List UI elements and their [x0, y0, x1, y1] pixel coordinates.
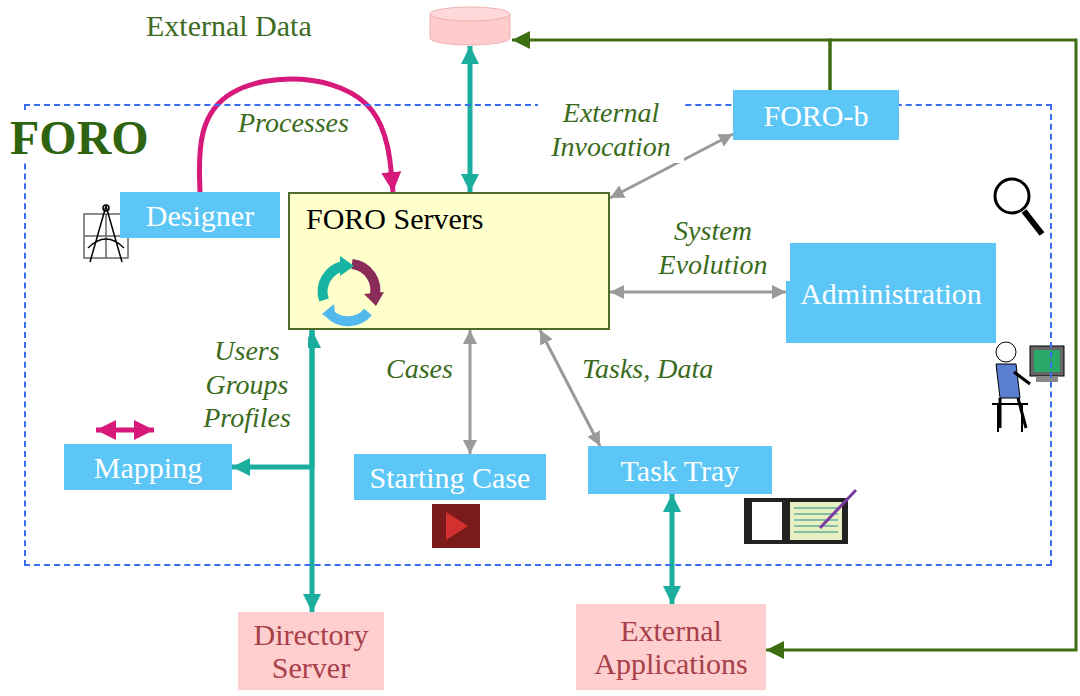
cycle-icon	[304, 250, 396, 330]
pen	[820, 490, 856, 528]
database-cylinder	[428, 6, 512, 46]
edge-label: Processes	[236, 106, 351, 140]
chair	[992, 404, 1028, 432]
region-heading: FORO	[10, 114, 149, 162]
process-box: Mapping	[64, 444, 232, 490]
node-label: External Data	[146, 9, 312, 43]
magnifier-lens	[995, 179, 1029, 213]
play-icon	[432, 504, 480, 548]
monitor-screen	[1034, 350, 1060, 372]
edge-label: System Evolution	[636, 214, 790, 281]
compass-arc	[88, 239, 124, 248]
notebook-lines	[794, 508, 838, 532]
person-arm	[1014, 372, 1030, 384]
node-label: Administration	[800, 277, 982, 310]
process-box: FORO-b	[733, 90, 899, 140]
edge-label: External Invocation	[538, 96, 684, 163]
mapping-arrow-icon	[96, 428, 154, 433]
monitor-stand	[1036, 376, 1058, 382]
notebook-icon	[744, 490, 856, 544]
node-label: FORO Servers	[306, 202, 484, 235]
connector	[670, 494, 675, 604]
process-box: Starting Case	[354, 454, 546, 500]
compass-grid	[105, 214, 107, 258]
node-label: External Applications	[586, 614, 756, 680]
magnifier-handle	[1024, 211, 1042, 234]
play-triangle	[446, 512, 468, 540]
monitor	[1030, 346, 1064, 376]
edge-label: Cases	[384, 352, 455, 386]
node-label: Designer	[146, 199, 254, 232]
node-label: FORO-b	[763, 99, 868, 132]
connector	[512, 40, 830, 90]
notebook-page	[752, 502, 782, 540]
process-box: Administration	[786, 243, 996, 343]
connector	[610, 291, 786, 294]
magnifier-icon	[995, 179, 1042, 234]
node-label: Mapping	[94, 451, 202, 484]
process-box: Task Tray	[588, 446, 772, 494]
compass-hinge	[103, 205, 109, 211]
connector	[468, 46, 473, 192]
cycle-arc	[352, 264, 375, 298]
edge-label: Users Groups Profiles	[186, 334, 308, 435]
notebook-cover	[744, 498, 848, 544]
node-label: Task Tray	[621, 454, 740, 487]
cylinder-top	[430, 7, 510, 21]
process-box: Designer	[120, 192, 280, 238]
edge-label: Tasks, Data	[580, 352, 715, 386]
node-label: Starting Case	[370, 461, 531, 494]
cycle-arc	[330, 312, 368, 321]
connector	[540, 330, 600, 446]
server-box: FORO Servers	[288, 192, 610, 330]
person-head	[996, 342, 1016, 362]
external-box: Directory Server	[238, 612, 384, 690]
person-at-computer-icon	[992, 342, 1064, 432]
play-button	[432, 504, 480, 548]
external-box: External Applications	[576, 604, 766, 690]
connector	[199, 79, 393, 192]
compass-leg	[90, 206, 106, 262]
notebook-page	[790, 502, 842, 540]
database: External Data	[146, 6, 512, 46]
node-label: Directory Server	[248, 618, 374, 684]
connector	[469, 330, 472, 454]
system-boundary: FOROFORO-bDesignerFORO ServersAdministra…	[24, 104, 1052, 566]
person-body	[996, 364, 1020, 398]
